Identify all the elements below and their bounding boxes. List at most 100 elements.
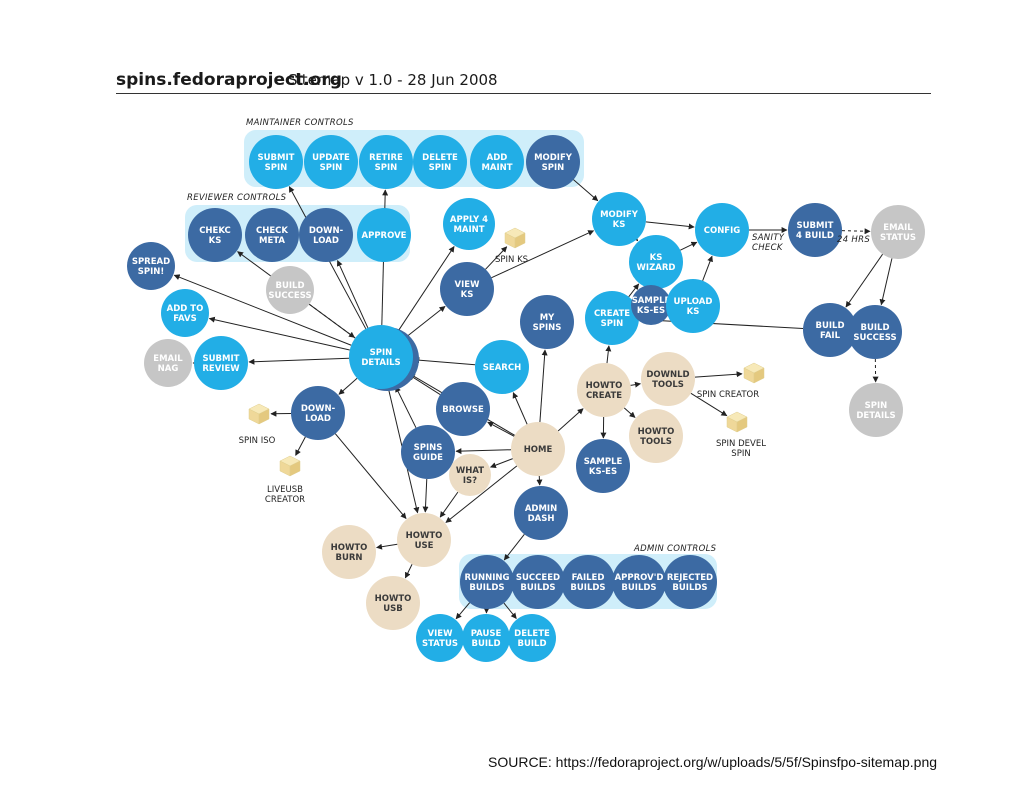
file-label: SPIN KS <box>495 255 528 265</box>
node-circle <box>127 242 175 290</box>
node-download-r[interactable]: DOWN-LOAD <box>299 208 353 262</box>
node-label: BUILDS <box>621 583 656 593</box>
node-label: EMAIL <box>153 354 183 364</box>
edge-spin-details-to-view-ks <box>405 305 446 338</box>
node-circle <box>514 486 568 540</box>
node-approve[interactable]: APPROVE <box>357 208 411 262</box>
node-label: WHAT <box>456 466 484 476</box>
node-circle <box>462 614 510 662</box>
file-label: SPIN DEVEL <box>716 439 766 449</box>
node-label: BUILD <box>471 639 500 649</box>
node-label: HOWTO <box>638 427 675 437</box>
node-label: KS-ES <box>589 467 617 477</box>
node-download-main[interactable]: DOWN-LOAD <box>291 386 345 440</box>
node-circle <box>631 285 671 325</box>
node-circle <box>416 614 464 662</box>
node-label: ADD <box>487 153 508 163</box>
edge-modify-ks-to-config <box>645 221 695 230</box>
node-label: MODIFY <box>534 153 573 163</box>
node-circle <box>629 409 683 463</box>
node-circle <box>436 382 490 436</box>
node-label: MAINT <box>453 225 484 235</box>
node-circle <box>666 279 720 333</box>
node-search[interactable]: SEARCH <box>475 340 529 394</box>
edge-modify-spin-to-modify-ks <box>573 179 599 202</box>
node-browse[interactable]: BROWSE <box>436 382 490 436</box>
node-label: SUBMIT <box>258 153 295 163</box>
node-label: BUILDS <box>672 583 707 593</box>
edge-view-ks-to-modify-ks <box>491 230 595 279</box>
node-circle <box>520 295 574 349</box>
file-label: SPIN ISO <box>239 436 276 446</box>
node-label: TOOLS <box>640 437 672 447</box>
edge-email-status-to-build-fail <box>845 253 884 308</box>
node-label: KS <box>650 253 663 263</box>
node-home[interactable]: HOME <box>511 422 565 476</box>
edge-running-builds-to-view-status <box>455 602 471 620</box>
node-config[interactable]: CONFIG <box>695 203 749 257</box>
node-label: SAMPLE <box>584 457 623 467</box>
node-circle <box>266 266 314 314</box>
edge-search-to-spin-details <box>413 357 476 366</box>
node-label: APPLY 4 <box>450 215 488 225</box>
node-label: APPROVE <box>362 231 407 241</box>
node-circle <box>299 208 353 262</box>
edge-spin-details-to-download-main <box>338 377 358 395</box>
file-cube-right <box>514 232 526 249</box>
node-label: DELETE <box>514 629 550 639</box>
edge-download-main-to-howto-use <box>334 433 407 519</box>
edge-spin-details-to-apply-maint <box>398 246 455 331</box>
edge-build-fail-to-create-spin <box>639 316 804 330</box>
node-circle <box>188 208 242 262</box>
node-label: SPIN <box>320 163 343 173</box>
node-circle <box>508 614 556 662</box>
